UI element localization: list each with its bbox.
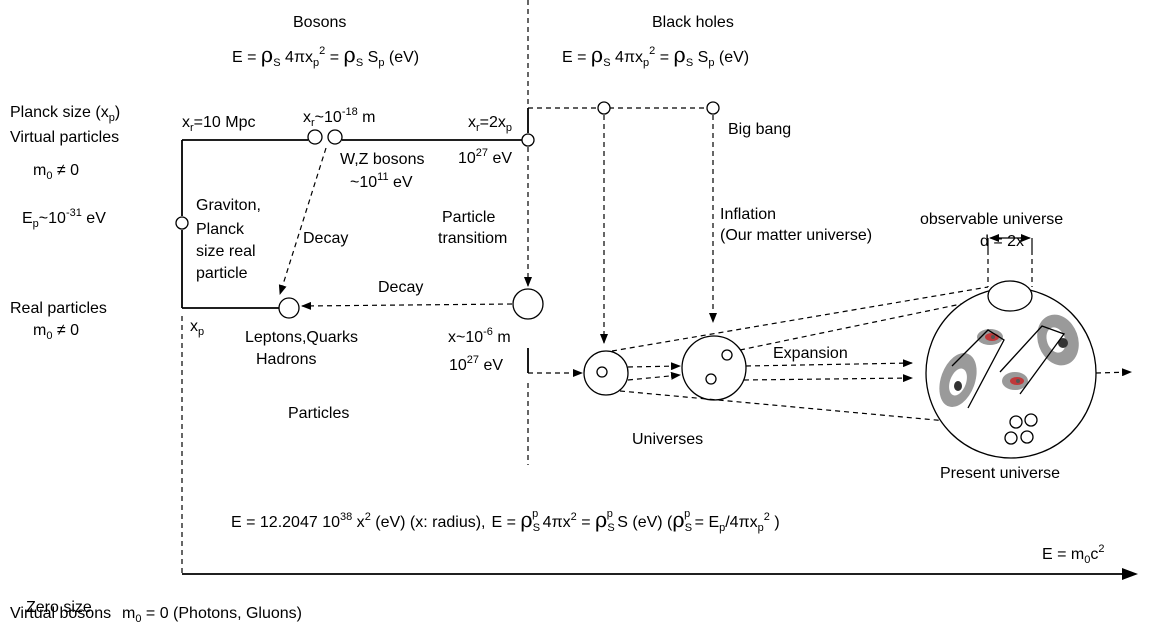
xr-1e18-label: xr~10-18 m <box>303 106 376 129</box>
present-universe <box>925 280 1097 459</box>
expansion-label: Expansion <box>773 345 848 362</box>
graviton-label-4: particle <box>196 265 248 282</box>
universe-medium <box>681 335 747 401</box>
planck-energy-label: Ep~10-31 eV <box>22 207 106 230</box>
present-universe-label: Present universe <box>940 465 1060 482</box>
graviton-label-2: Planck <box>196 221 245 238</box>
galaxy-icon <box>1002 372 1028 390</box>
zero-size-label: Zero size <box>26 599 92 616</box>
m0-nonzero-label-top: m0 ≠ 0 <box>33 162 79 182</box>
real-particles-label: Real particles <box>10 300 107 317</box>
e27-bottom-label: 1027 eV <box>449 354 503 374</box>
particle-transition-label-1: Particle <box>442 209 495 226</box>
d-equals-2x-label: d = 2x <box>980 233 1024 250</box>
e27-top-label: 1027 eV <box>458 147 512 167</box>
decay-arrow-upper <box>278 147 327 295</box>
decay-label-lower: Decay <box>378 279 423 296</box>
inflation-label-2: (Our matter universe) <box>720 227 872 244</box>
virtual-particles-label: Virtual particles <box>10 129 119 146</box>
particle-transition-label-2: transitiom <box>438 230 507 247</box>
svg-text:E = ρS 4πxp2 = ρS Sp (eV): E = ρS 4πxp2 = ρS Sp (eV) <box>562 43 749 69</box>
bottom-energy-equation: E = 12.2047 1038 x2 (eV) (x: radius),E =… <box>231 508 780 534</box>
decay-label-upper: Decay <box>303 230 348 247</box>
virtual-bosons-label: Virtual bosons <box>10 605 111 622</box>
wz-boson-node-1 <box>307 129 323 145</box>
planck-size-label: Planck size (xp) <box>10 104 120 124</box>
black-hole-particle-node <box>512 288 544 320</box>
galaxy-icon <box>939 353 977 407</box>
hadrons-label: Hadrons <box>256 351 316 368</box>
particle-transition-node <box>521 133 535 147</box>
graviton-label-3: size real <box>196 243 256 260</box>
m0-nonzero-label-bottom: m0 ≠ 0 <box>33 322 79 342</box>
galaxy-icon <box>1037 314 1079 366</box>
present-universe-exit-arrow <box>1095 368 1132 377</box>
svg-text:E = 12.2047 1038 x2 (eV) (x:: E = 12.2047 1038 x2 (eV) (x: radius),E =… <box>231 508 780 534</box>
xp-label: xp <box>190 318 204 338</box>
bosons-heading: Bosons <box>293 14 346 31</box>
emc2-label: E = m0c2 <box>1042 543 1104 566</box>
leptons-quarks-label: Leptons,Quarks <box>245 329 358 346</box>
inflation-label-1: Inflation <box>720 206 776 223</box>
observable-universe-label: observable universe <box>920 211 1063 228</box>
svg-text:E = ρS 4πxp2 = ρS Sp (eV): E = ρS 4πxp2 = ρS Sp (eV) <box>232 43 419 69</box>
graviton-label-1: Graviton, <box>196 197 261 214</box>
wz-boson-node-2 <box>327 129 343 145</box>
big-bang-label: Big bang <box>728 121 791 138</box>
decay-arrow-lower <box>301 301 513 310</box>
black-holes-heading: Black holes <box>652 14 734 31</box>
black-hole-energy-equation: E = ρS 4πxp2 = ρS Sp (eV) <box>562 43 749 69</box>
xr-2xp-label: xr=2xp <box>468 114 512 134</box>
black-hole-node-1 <box>597 101 611 115</box>
xr-10mpc-label: xr=10 Mpc <box>182 114 255 134</box>
photons-gluons-label: m0 = 0 (Photons, Gluons) <box>122 605 302 624</box>
x1e6-label: x~10-6 m <box>448 326 511 346</box>
wz-energy-label: ~1011 eV <box>350 171 413 191</box>
leptons-quarks-node <box>278 297 300 319</box>
black-hole-node-2 <box>706 101 720 115</box>
particles-label: Particles <box>288 405 349 422</box>
wz-bosons-label: W,Z bosons <box>340 151 424 168</box>
universes-label: Universes <box>632 431 703 448</box>
graviton-node <box>175 216 189 230</box>
boson-energy-equation: E = ρS 4πxp2 = ρS Sp (eV) <box>232 43 419 69</box>
boson-box <box>181 108 529 373</box>
energy-axis-arrowhead <box>1122 568 1138 580</box>
